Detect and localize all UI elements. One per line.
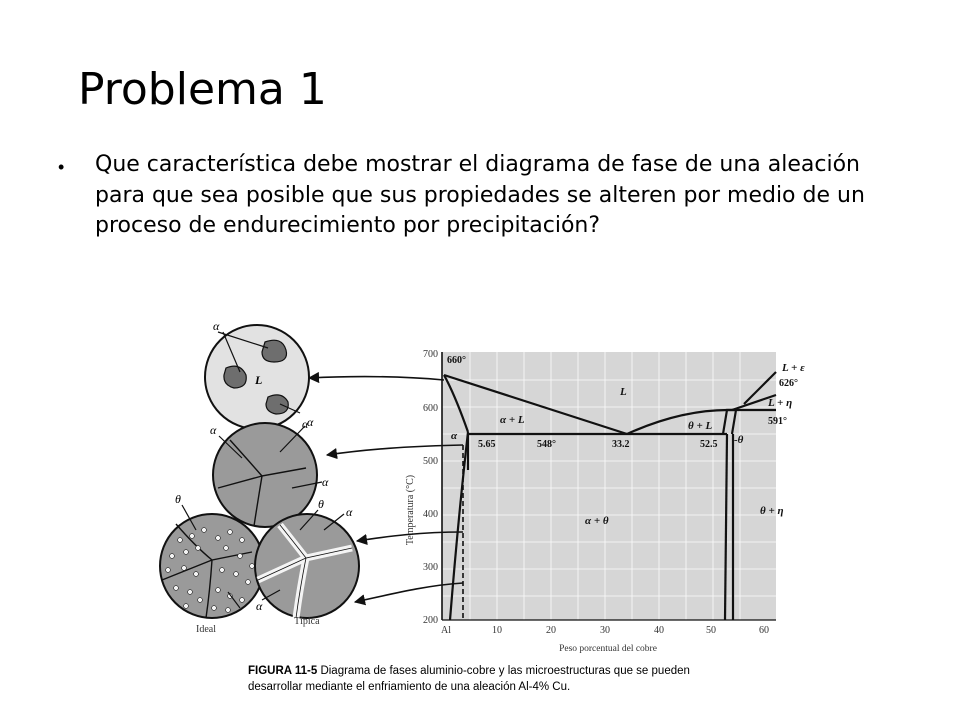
bullet-text: Que característica debe mostrar el diagr… (95, 152, 865, 238)
caption-label: FIGURA 11-5 (248, 665, 318, 677)
arrow-to-ideal (353, 582, 464, 606)
grain-boundaries (257, 524, 353, 619)
phase-label-alpha-liquid: α + L (500, 414, 525, 426)
diagram-background (442, 352, 776, 620)
arrow-to-alpha (325, 444, 464, 460)
microstructure-liquid: α L α (204, 319, 310, 431)
annotation-548: 548° (537, 439, 556, 450)
label-leader (279, 403, 301, 414)
x-axis-label: Peso porcentual del cobre (559, 644, 657, 654)
alpha-grain (223, 365, 247, 389)
liquidus-left (443, 373, 628, 436)
micro-label-alpha: α (256, 599, 263, 613)
phase-diagram: 700 600 500 400 300 200 Temperatura (°C)… (405, 349, 805, 654)
label-leader (181, 504, 197, 531)
bullet-item: • Que característica debe mostrar el dia… (58, 150, 908, 242)
phase-label-liquid: L (619, 386, 627, 398)
label-leader (279, 425, 306, 453)
x-tick-label: 40 (654, 625, 664, 636)
y-axis-label: Temperatura (°C) (405, 475, 416, 545)
x-tick-label: 20 (546, 625, 556, 636)
phase-label-alpha-theta: α + θ (585, 515, 609, 527)
label-leader (217, 331, 269, 349)
arrow-to-liquid (307, 371, 445, 384)
annotation-52-5: 52.5 (700, 439, 718, 450)
caption-text: desarrollar mediante el enfriamiento de … (248, 681, 571, 693)
phase-label-liquid-epsilon: L + ε (781, 362, 805, 374)
phase-label-theta: -θ (734, 434, 744, 446)
slide-title: Problema 1 (78, 64, 327, 115)
y-tick-label: 200 (423, 615, 438, 626)
label-leader (218, 435, 243, 459)
x-tick-label: 30 (600, 625, 610, 636)
y-tick-label: 500 (423, 456, 438, 467)
alpha-grain (265, 394, 289, 415)
microstructure-ideal: θ Ideal (159, 492, 265, 635)
micro-label-tipica: Típica (294, 616, 320, 627)
liquidus-upper (731, 393, 777, 412)
micro-label-alpha: α (307, 415, 314, 429)
theta-left-boundary (723, 433, 729, 621)
annotation-660: 660° (447, 355, 466, 366)
liquidus-right (626, 408, 729, 436)
phase-label-theta-eta: θ + η (760, 505, 784, 517)
grain-boundaries (217, 439, 307, 527)
figure-caption: FIGURA 11-5 Diagrama de fases aluminio-c… (248, 663, 690, 695)
micro-label-alpha: α (302, 417, 309, 431)
annotation-5-65: 5.65 (478, 439, 496, 450)
x-tick-label: 60 (759, 625, 769, 636)
label-leader (299, 509, 319, 531)
phase-label-liquid-eta: L + η (767, 397, 792, 409)
label-leader (291, 481, 323, 489)
phase-label-alpha: α (451, 430, 458, 442)
micro-label-theta: θ (175, 492, 181, 506)
label-leader (227, 591, 241, 609)
phase-boundaries (443, 371, 777, 621)
phase-label-theta-liquid: θ + L (688, 420, 712, 432)
y-tick-label: 600 (423, 403, 438, 414)
annotation-33-2: 33.2 (612, 439, 630, 450)
theta-precipitates (165, 527, 255, 613)
x-tick-label: Al (441, 625, 451, 636)
solidus-left (443, 374, 470, 433)
solvus (448, 431, 470, 621)
micro-label-ideal: Ideal (196, 624, 216, 635)
x-tick-label: 10 (492, 625, 502, 636)
annotation-626: 626° (779, 378, 798, 389)
bullet-dot-icon: • (58, 157, 65, 177)
micro-label-alpha: α (346, 505, 353, 519)
micro-label-alpha: α (210, 423, 217, 437)
label-leader (323, 513, 345, 531)
alpha-grain (261, 339, 288, 363)
y-tick-label: 400 (423, 509, 438, 520)
caption-text: Diagrama de fases aluminio-cobre y las m… (320, 665, 690, 677)
y-tick-label: 700 (423, 349, 438, 360)
micro-label-liquid: L (254, 373, 262, 387)
liquidus-epsilon (743, 371, 777, 405)
micro-label-alpha: α (322, 475, 329, 489)
micro-label-alpha: α (213, 319, 220, 333)
label-leader (261, 589, 281, 601)
microstructure-alpha: α α α (210, 415, 329, 528)
y-tick-label: 300 (423, 562, 438, 573)
label-leader (222, 331, 241, 373)
micro-label-theta: θ (318, 497, 324, 511)
connection-arrows (307, 371, 464, 606)
arrow-to-tipica (355, 531, 464, 546)
microstructure-tipica: θ α α Típica (254, 497, 360, 627)
annotation-591: 591° (768, 416, 787, 427)
x-tick-label: 50 (706, 625, 716, 636)
